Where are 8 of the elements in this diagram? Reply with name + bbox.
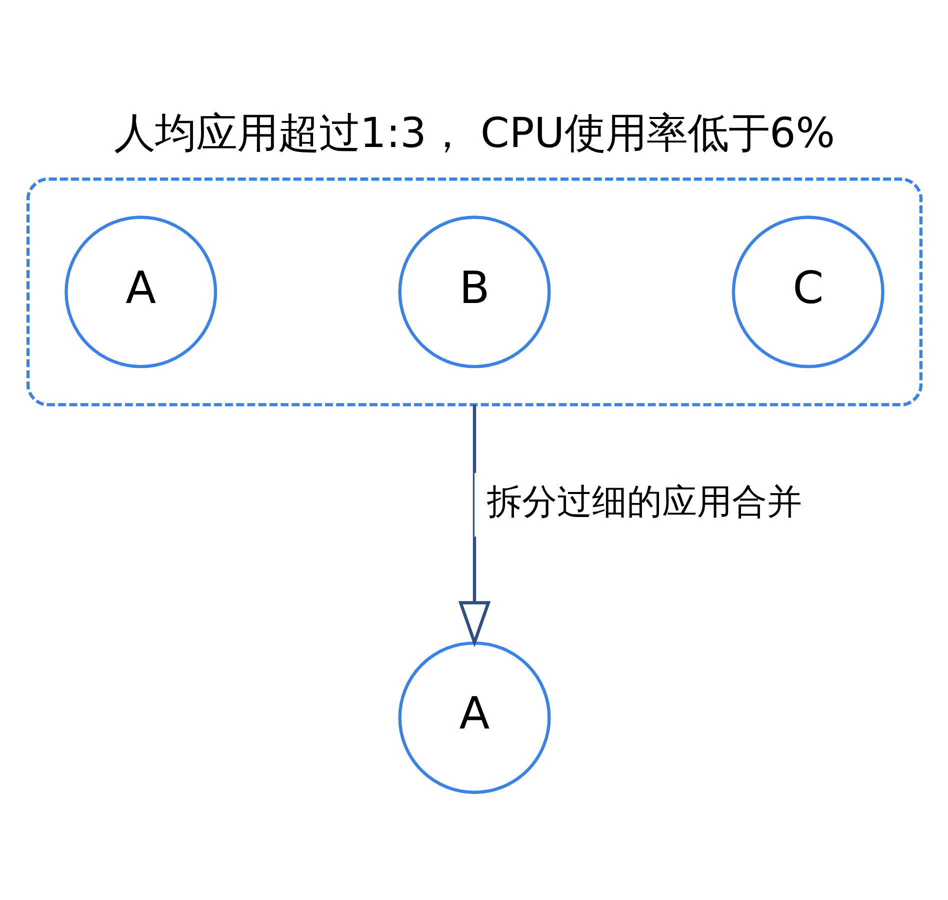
cluster (26, 178, 922, 406)
node-circle: C (731, 216, 884, 368)
node-circle: A (64, 216, 217, 368)
node-circle: A (398, 641, 550, 794)
diagram-title: 人均应用超过1:3， CPU使用率低于6% (113, 109, 835, 158)
node-circle: B (398, 216, 550, 368)
edge-label: 拆分过细的应用合并 (486, 482, 802, 523)
arrow (458, 404, 490, 648)
